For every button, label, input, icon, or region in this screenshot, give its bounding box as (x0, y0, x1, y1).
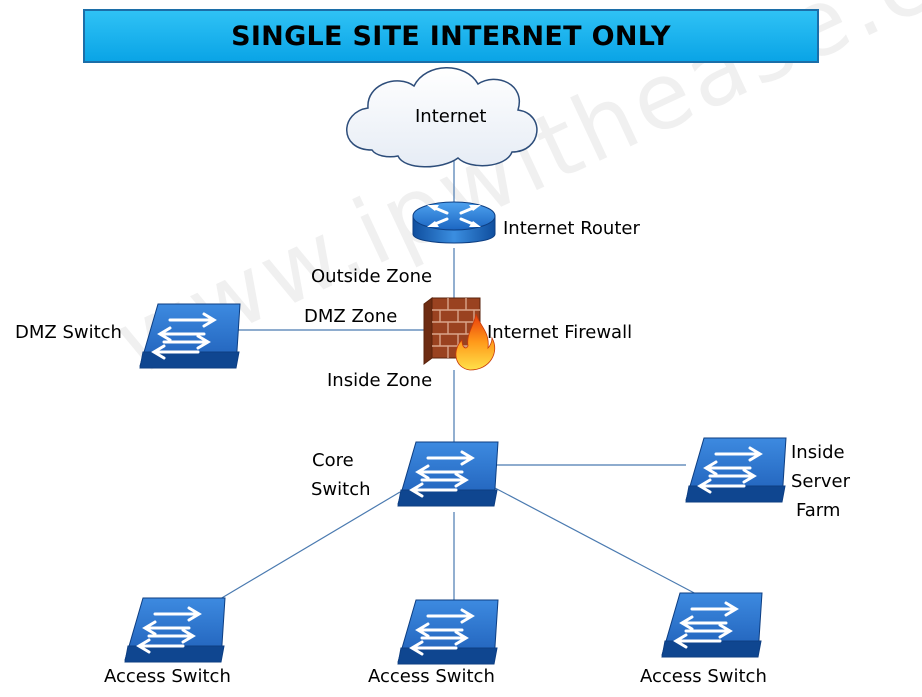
outside-zone-label: Outside Zone (311, 266, 433, 287)
links (214, 150, 701, 603)
dmz-switch-icon (138, 302, 242, 370)
server-farm-label-line3: Farm (796, 500, 841, 521)
core-switch-label-line2: Switch (311, 479, 371, 500)
link-core-access3 (494, 487, 701, 597)
inside-zone-label: Inside Zone (327, 370, 433, 391)
firewall-icon (423, 297, 496, 371)
dmz-zone-label: DMZ Zone (304, 306, 398, 327)
access-switch-1-label: Access Switch (104, 666, 231, 687)
title-banner: SINGLE SITE INTERNET ONLY (83, 9, 819, 63)
link-core-access1 (214, 491, 401, 603)
router-label: Internet Router (503, 218, 640, 239)
access-switch-2-icon (396, 598, 500, 666)
internet-label: Internet (415, 106, 487, 127)
page-title: SINGLE SITE INTERNET ONLY (231, 20, 671, 52)
access-switch-1-icon (123, 596, 227, 664)
server-farm-label-line1: Inside (791, 442, 845, 463)
core-switch-icon (396, 440, 500, 508)
access-switch-2-label: Access Switch (368, 666, 495, 687)
router-icon (412, 201, 496, 244)
firewall-label: Internet Firewall (487, 322, 633, 343)
dmz-switch-label: DMZ Switch (15, 322, 122, 343)
core-switch-label-line1: Core (312, 450, 354, 471)
access-switch-3-icon (660, 591, 764, 659)
server-farm-switch-icon (684, 436, 788, 504)
server-farm-label-line2: Server (791, 471, 851, 492)
access-switch-3-label: Access Switch (640, 666, 767, 687)
cloud-icon (346, 67, 538, 168)
